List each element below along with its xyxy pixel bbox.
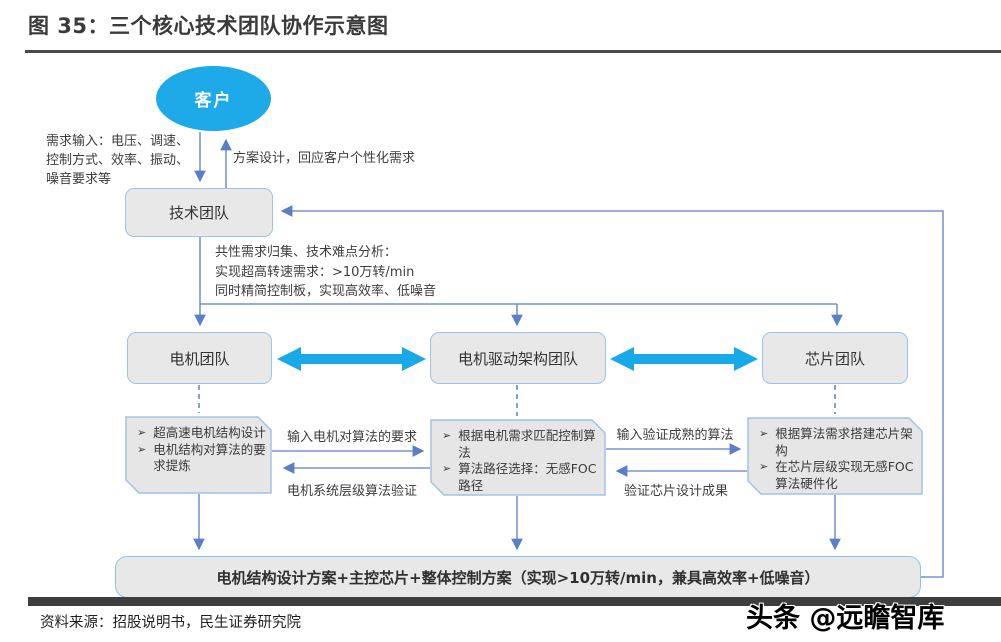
drive-to-chip-flow-label: 输入验证成熟的算法 (616, 428, 734, 443)
motor-to-drive-flow-label: 输入电机对算法的要求 (286, 430, 417, 445)
figure-title: 图 35：三个核心技术团队协作示意图 (28, 14, 389, 38)
motor-detail-1: 超高速电机结构设计 (153, 425, 266, 440)
output-summary-bar: 电机结构设计方案+主控芯片+整体控制方案（实现>10万转/min，兼具高效率+低… (115, 556, 921, 598)
chip-to-drive-flow-label: 验证芯片设计成果 (623, 484, 728, 499)
list-item: ➢ 根据算法需求搭建芯片架构 (759, 426, 917, 459)
chip-detail-1: 根据算法需求搭建芯片架构 (775, 426, 913, 458)
demand-input-note: 需求输入：电压、调速、 控制方式、效率、振动、 噪音要求等 (46, 134, 190, 187)
list-item: ➢ 算法路径选择：无感FOC路径 (442, 461, 600, 494)
list-item: ➢ 电机结构对算法的要求提炼 (137, 442, 266, 475)
arrow-bullet-icon: ➢ (137, 442, 147, 456)
output-summary-text: 电机结构设计方案+主控芯片+整体控制方案（实现>10万转/min，兼具高效率+低… (216, 568, 820, 587)
drive-team-node: 电机驱动架构团队 (430, 332, 606, 384)
arrow-bullet-icon: ➢ (759, 460, 769, 473)
drive-chip-doublearrow-icon (610, 347, 758, 371)
arrow-bullet-icon: ➢ (442, 429, 452, 442)
drive-detail-1: 根据电机需求匹配控制算法 (458, 428, 596, 460)
motor-detail-card: ➢ 超高速电机结构设计 ➢ 电机结构对算法的要求提炼 (125, 416, 272, 494)
drive-detail-2: 算法路径选择：无感FOC路径 (458, 461, 597, 493)
drive-team-label: 电机驱动架构团队 (457, 349, 578, 368)
customer-node: 客户 (156, 66, 271, 131)
footer-divider (28, 597, 1001, 606)
arrow-bullet-icon: ➢ (759, 427, 769, 440)
tech-team-label: 技术团队 (168, 204, 229, 222)
watermark-text: 头条 @远瞻智库 (746, 603, 945, 634)
analysis-note: 共性需求归集、技术难点分析： 实现超高转速需求：>10万转/min 同时精简控制… (215, 245, 437, 299)
solution-design-note: 方案设计，回应客户个性化需求 (233, 151, 416, 166)
list-item: ➢ 超高速电机结构设计 (137, 425, 266, 442)
chip-detail-card: ➢ 根据算法需求搭建芯片架构 ➢ 在芯片层级实现无感FOC算法硬件化 (747, 417, 923, 495)
chip-team-label: 芯片团队 (804, 349, 865, 368)
arrow-bullet-icon: ➢ (442, 462, 452, 475)
motor-drive-doublearrow-icon (277, 347, 426, 371)
motor-team-label: 电机团队 (169, 349, 230, 368)
motor-team-node: 电机团队 (127, 332, 272, 384)
title-divider (25, 50, 1001, 53)
arrow-bullet-icon: ➢ (137, 426, 147, 439)
motor-detail-card-shape (125, 416, 272, 494)
drive-to-motor-flow-label: 电机系统层级算法验证 (286, 484, 417, 499)
drive-detail-card: ➢ 根据电机需求匹配控制算法 ➢ 算法路径选择：无感FOC路径 (430, 419, 606, 496)
motor-detail-2: 电机结构对算法的要求提炼 (153, 441, 266, 474)
list-item: ➢ 在芯片层级实现无感FOC算法硬件化 (759, 459, 917, 492)
tech-team-node: 技术团队 (125, 188, 273, 237)
source-note: 资料来源：招股说明书，民生证券研究院 (40, 615, 301, 631)
chip-detail-2: 在芯片层级实现无感FOC算法硬件化 (775, 459, 914, 491)
chip-team-node: 芯片团队 (762, 332, 908, 384)
customer-label: 客户 (194, 91, 233, 111)
list-item: ➢ 根据电机需求匹配控制算法 (442, 428, 600, 461)
